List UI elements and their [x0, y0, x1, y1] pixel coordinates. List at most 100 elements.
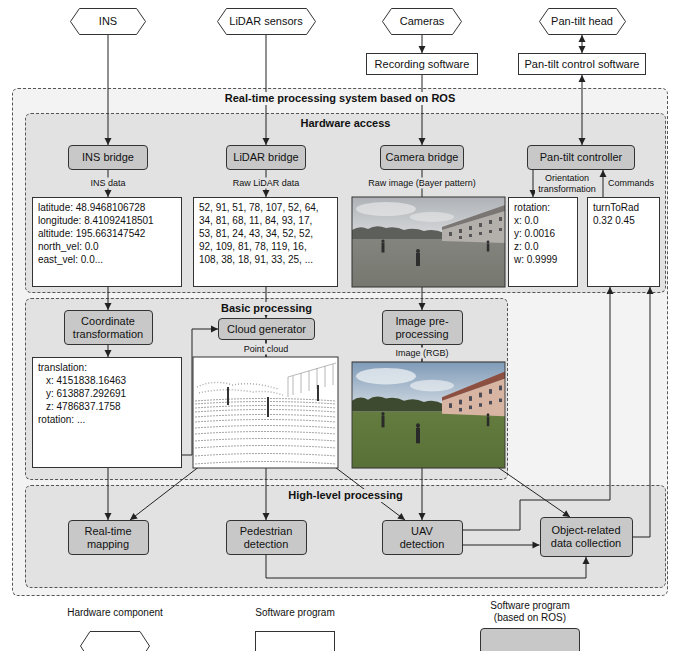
data-line: z: 0.0 [514, 240, 538, 253]
connector-line [266, 35, 267, 145]
image-frame [352, 197, 505, 287]
edge-label: Raw LiDAR data [231, 178, 302, 189]
arrowhead [579, 35, 586, 42]
edge-label: Image (RGB) [393, 348, 450, 359]
cloud [356, 368, 416, 384]
scan-lines [195, 399, 336, 465]
edge-label-holder: Point cloud [242, 344, 291, 355]
ros-box: Real-time mapping [68, 520, 149, 555]
data-line: 0.32 0.45 [593, 214, 635, 227]
ros-box: LiDAR bridge [226, 145, 306, 170]
data-line: altitude: 195.663147542 [38, 227, 145, 240]
data-line: 52, 91, 51, 78, 107, 52, 64, [199, 201, 319, 214]
edge-label: Point cloud [242, 344, 291, 355]
arrowhead [533, 542, 540, 549]
software-box: Pan-tilt control software [518, 53, 646, 75]
box-label: INS [99, 15, 117, 28]
connector [105, 35, 112, 145]
data-box: rotation:x: 0.0y: 0.0016z: 0.0w: 0.9999 [508, 197, 578, 287]
band-title: Basic processing [218, 302, 315, 315]
band-title: Hardware access [298, 117, 394, 130]
arrowhead [579, 46, 586, 53]
box-label: Pan-tilt control software [525, 58, 640, 71]
edge-label-holder: Orientation transformation [535, 173, 599, 195]
hardware-hexagon: INS [70, 8, 146, 35]
raw-camera-image [352, 197, 505, 287]
band-title: High-level processing [285, 489, 405, 502]
box-label: Pan-tilt controller [540, 151, 623, 164]
connector-line [108, 468, 109, 520]
tree-points [197, 382, 283, 395]
connector [579, 35, 586, 53]
box-label: Coordinate transformation [69, 315, 148, 341]
cloud [356, 202, 416, 216]
software-box: Recording software [366, 53, 478, 75]
cloud [410, 212, 454, 222]
connector [633, 287, 654, 537]
legend-text: Software program [255, 607, 334, 619]
connector-line [463, 545, 540, 546]
arrowhead [130, 513, 138, 520]
box-label: Image pre-processing [387, 315, 458, 341]
box-label: LiDAR bridge [233, 151, 298, 164]
windows [449, 386, 502, 412]
edge-label-holder: Commands [606, 178, 656, 189]
legend-text: Hardware component [67, 607, 163, 619]
arrowhead [419, 46, 426, 53]
arrowhead [562, 510, 570, 517]
data-line: longitude: 8.41092418501 [38, 214, 154, 227]
arrowhead [419, 513, 426, 520]
tree-line [352, 396, 444, 411]
arrowhead [583, 557, 590, 564]
connector-line [582, 75, 583, 145]
data-line: y: 613887.292691 [38, 387, 126, 400]
legend-entry: Hardware component [67, 607, 163, 619]
box-label: Cloud generator [227, 323, 306, 336]
ground [352, 197, 505, 287]
arrowhead [579, 75, 586, 82]
arrowhead [607, 287, 614, 294]
legend-swatch [480, 628, 580, 651]
box-label: Object-related data collection [545, 524, 628, 550]
point-cloud-image [193, 357, 338, 468]
system-band: Real-time processing system based on ROS… [12, 88, 668, 596]
edge-label-holder: Raw LiDAR data [231, 178, 302, 189]
data-line: latitude: 48.9468106728 [38, 201, 145, 214]
data-line: x: 4151838.16463 [38, 374, 126, 387]
data-line: rotation: [514, 201, 550, 214]
hexagon-shape [383, 9, 462, 35]
data-line: north_vel: 0.0 [38, 240, 99, 253]
band-title: Real-time processing system based on ROS [222, 92, 458, 105]
data-line: y: 0.0016 [514, 227, 555, 240]
ros-box: Cloud generator [218, 318, 315, 340]
hexagon-shape [217, 9, 315, 35]
box-label: Pedestrian detection [231, 525, 302, 551]
edge-label-holder: Raw image (Bayer pattern) [366, 178, 478, 189]
windows [449, 217, 502, 239]
connector [419, 75, 426, 145]
image-frame [193, 357, 338, 468]
ros-box: Pan-tilt controller [527, 145, 635, 170]
arrowhead [263, 513, 270, 520]
connector-line [266, 287, 267, 318]
connector [105, 345, 112, 357]
connector-line [266, 555, 586, 578]
arrowhead [579, 138, 586, 145]
connector [105, 468, 112, 520]
data-line: east_vel: 0.0... [38, 253, 103, 266]
data-box: 52, 91, 51, 78, 107, 52, 64,34, 81, 68, … [193, 197, 338, 287]
hardware-hexagon: LiDAR sensors [217, 8, 316, 35]
ros-box: INS bridge [68, 145, 148, 170]
data-line: turnToRad [593, 201, 639, 214]
connector [263, 287, 270, 318]
edge-label: Raw image (Bayer pattern) [366, 178, 478, 189]
legend-entry: Software program (based on ROS) [475, 600, 585, 624]
building-points [288, 363, 336, 397]
legend-box [255, 631, 335, 651]
arrowhead [105, 513, 112, 520]
data-line: 34, 81, 68, 11, 84, 93, 17, [199, 214, 312, 227]
connector-line [422, 75, 423, 145]
people-points [228, 385, 318, 417]
